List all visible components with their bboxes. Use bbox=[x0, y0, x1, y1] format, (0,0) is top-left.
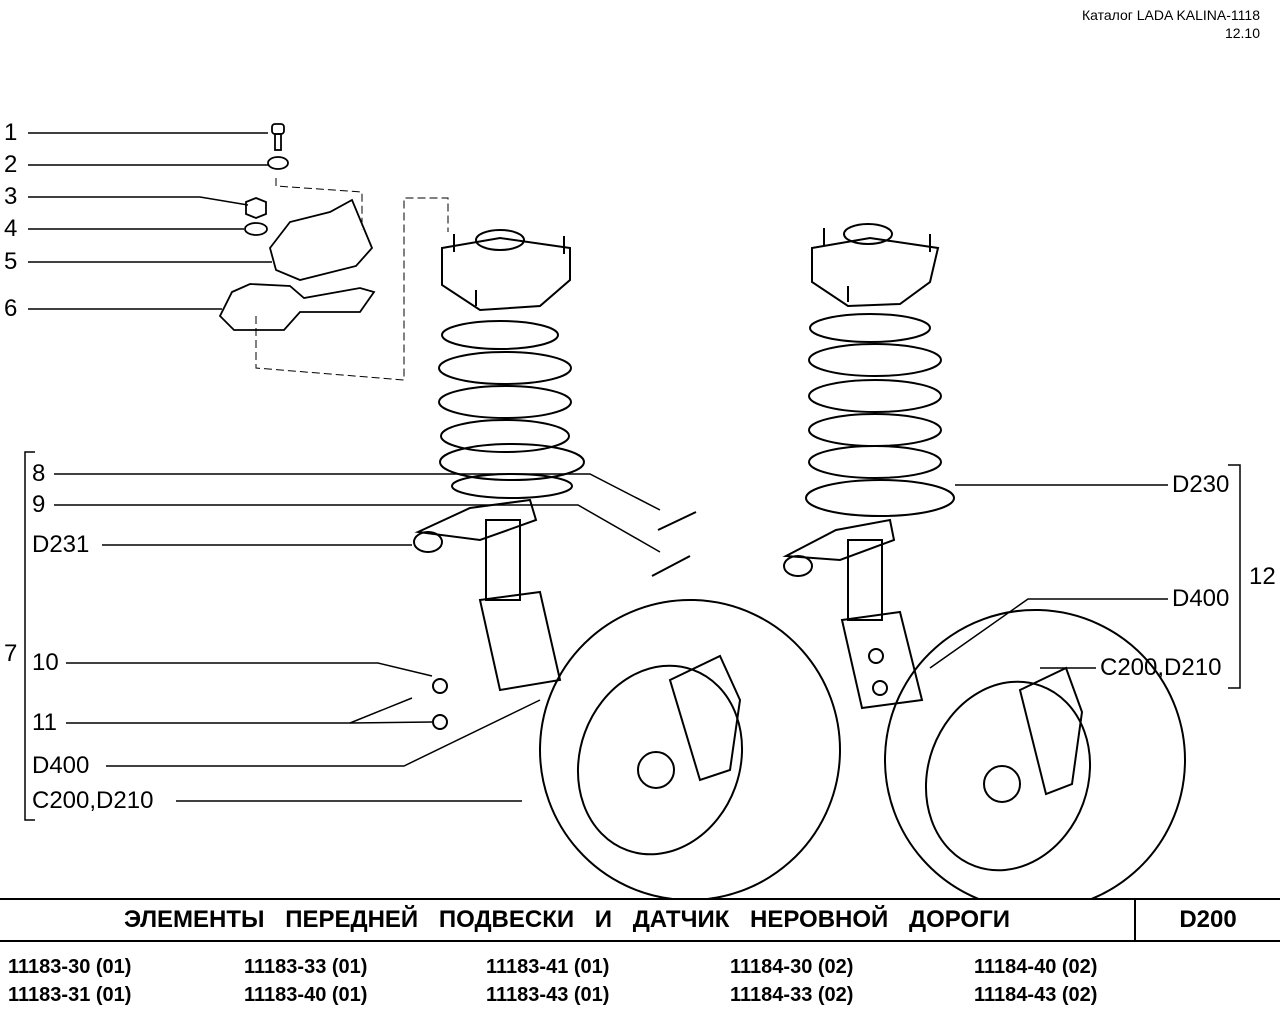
catalog-title: Каталог LADA KALINA-1118 bbox=[1081, 7, 1260, 23]
suspension-exploded-diagram bbox=[24, 123, 1241, 898]
callout-7: 7 bbox=[4, 640, 18, 667]
callout-d231: D231 bbox=[32, 531, 90, 558]
callout-4: 4 bbox=[4, 215, 18, 242]
callout-12: 12 bbox=[1249, 563, 1276, 590]
callout-d400-right: D400 bbox=[1172, 585, 1230, 612]
model-code: 11183-30 (01) bbox=[8, 956, 132, 978]
callout-2: 2 bbox=[4, 151, 18, 178]
callout-c200-left: C200,D210 bbox=[32, 787, 154, 814]
callout-c200-right: C200,D210 bbox=[1100, 654, 1222, 681]
catalog-date: 12.10 bbox=[1224, 25, 1260, 41]
model-code: 11184-40 (02) bbox=[974, 956, 1098, 978]
small-parts bbox=[218, 123, 376, 331]
model-code: 11183-40 (01) bbox=[244, 984, 368, 1006]
group-brackets bbox=[24, 451, 1241, 821]
model-code: 11183-41 (01) bbox=[486, 956, 610, 978]
left-strut-assembly bbox=[413, 229, 841, 898]
footer-title-bar: ЭЛЕМЕНТЫ ПЕРЕДНЕЙ ПОДВЕСКИ И ДАТЧИК НЕРО… bbox=[0, 898, 1280, 942]
callout-d230: D230 bbox=[1172, 471, 1230, 498]
model-code: 11184-30 (02) bbox=[730, 956, 854, 978]
callout-10: 10 bbox=[32, 649, 59, 676]
callout-1: 1 bbox=[4, 119, 18, 146]
model-code: 11183-31 (01) bbox=[8, 984, 132, 1006]
model-code: 11184-33 (02) bbox=[730, 984, 854, 1006]
callout-11: 11 bbox=[32, 709, 57, 736]
leader-lines bbox=[28, 132, 1168, 802]
callout-8: 8 bbox=[32, 460, 46, 487]
callout-6: 6 bbox=[4, 295, 18, 322]
model-code: 11183-33 (01) bbox=[244, 956, 368, 978]
callout-d400-left: D400 bbox=[32, 752, 90, 779]
model-code: 11183-43 (01) bbox=[486, 984, 610, 1006]
callout-5: 5 bbox=[4, 248, 18, 275]
callout-9: 9 bbox=[32, 491, 46, 518]
assembly-guides bbox=[255, 178, 449, 381]
section-title: ЭЛЕМЕНТЫ ПЕРЕДНЕЙ ПОДВЕСКИ И ДАТЧИК НЕРО… bbox=[124, 906, 1010, 933]
callout-3: 3 bbox=[4, 183, 18, 210]
right-strut-assembly bbox=[782, 223, 1186, 898]
section-code: D200 bbox=[1134, 900, 1280, 940]
model-code: 11184-43 (02) bbox=[974, 984, 1098, 1006]
catalog-header: Каталог LADA KALINA-1118 12.10 bbox=[1082, 6, 1260, 42]
